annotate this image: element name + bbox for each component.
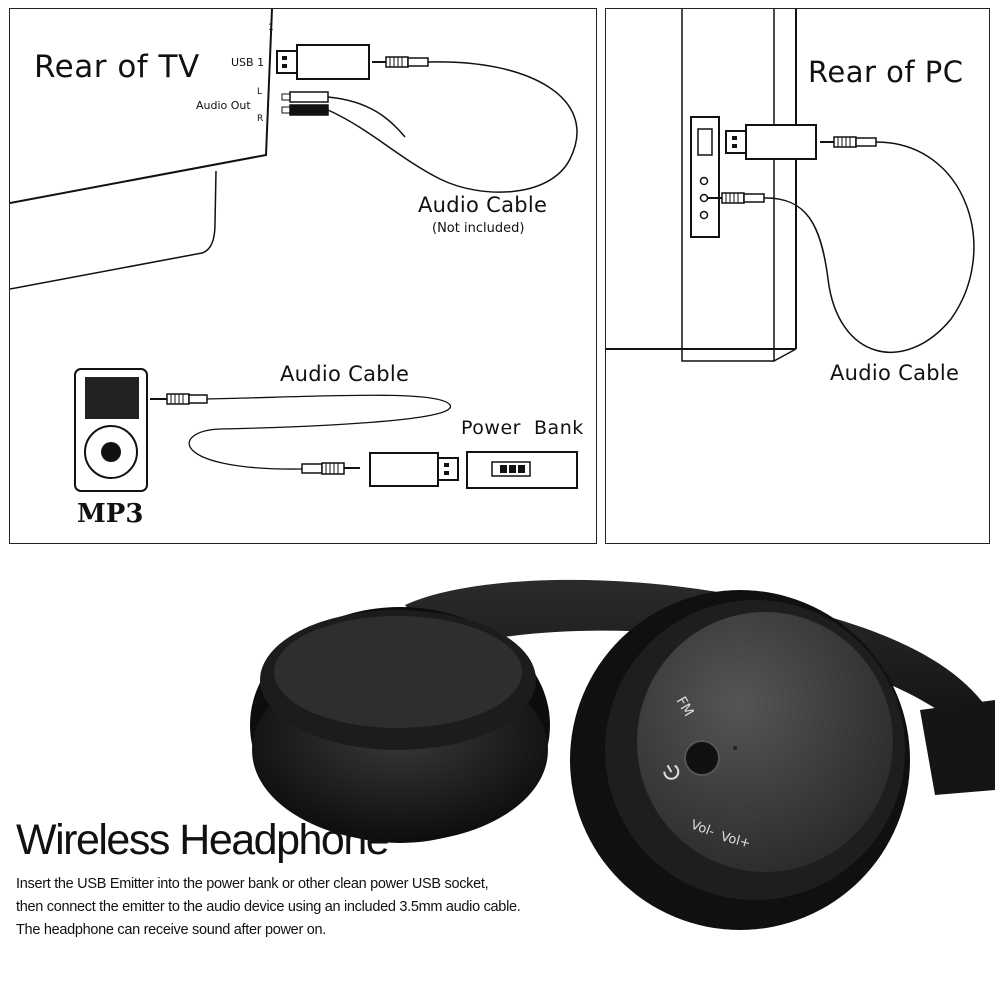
mp3-label: MP3 bbox=[77, 499, 144, 529]
audio-plug-mp3 bbox=[150, 393, 208, 405]
description-line: then connect the emitter to the audio de… bbox=[16, 899, 521, 915]
headband bbox=[405, 579, 995, 765]
port-number-label: 1 bbox=[268, 23, 274, 33]
audio-plug-pc-emitter bbox=[820, 136, 877, 148]
control-plate bbox=[637, 612, 893, 872]
tv-title: Rear of TV bbox=[34, 49, 200, 85]
mp3-audio-cable-label: Audio Cable bbox=[280, 362, 410, 386]
power-button[interactable] bbox=[684, 740, 720, 776]
pc-io-plate bbox=[690, 116, 720, 238]
tv-audio-cable-branch bbox=[327, 96, 406, 138]
power-bank-label: Power Bank bbox=[461, 417, 584, 439]
pc-audio-cable bbox=[763, 141, 975, 354]
left-channel-label: L bbox=[257, 87, 263, 97]
tv-panel-drawing bbox=[10, 9, 578, 492]
headline: Wireless Headphone bbox=[16, 816, 390, 864]
audio-out-label: Audio Out bbox=[196, 99, 251, 112]
pc-title: Rear of PC bbox=[808, 55, 964, 89]
rca-plugs bbox=[281, 91, 329, 116]
usb-port-label: USB 1 bbox=[231, 56, 265, 69]
power-icon bbox=[663, 764, 680, 780]
tv-audio-cable-label: Audio Cable bbox=[418, 193, 548, 217]
audio-plug-powerbank-emitter bbox=[301, 462, 360, 475]
headband-slider bbox=[920, 700, 995, 795]
usb-emitter-tv bbox=[276, 44, 370, 80]
pc-audio-cable-label: Audio Cable bbox=[830, 361, 960, 385]
usb-emitter-pc bbox=[725, 124, 817, 160]
power-bank bbox=[466, 451, 578, 489]
rear-of-tv-panel: Rear of TV 1 USB 1 Audio Out L R Audio C… bbox=[9, 8, 597, 544]
audio-plug-tv-emitter bbox=[372, 56, 429, 68]
pc-case-inner bbox=[681, 9, 775, 362]
tv-stand-outline bbox=[10, 170, 217, 290]
usb-emitter-powerbank bbox=[369, 452, 459, 487]
left-ear-cup bbox=[250, 607, 550, 843]
audio-plug-pc-jack bbox=[708, 192, 765, 204]
rear-of-pc-panel: Rear of PC Audio Cable bbox=[605, 8, 990, 544]
not-included-note: (Not included) bbox=[432, 221, 525, 236]
mp3-audio-cable bbox=[188, 394, 451, 470]
right-ear-cup: FM Vol- Vol+ bbox=[570, 590, 910, 930]
description-line: The headphone can receive sound after po… bbox=[16, 922, 326, 938]
mp3-player bbox=[74, 368, 148, 492]
description-line: Insert the USB Emitter into the power ba… bbox=[16, 876, 489, 892]
description: Insert the USB Emitter into the power ba… bbox=[16, 873, 616, 942]
tv-body-outline bbox=[10, 9, 273, 204]
tv-audio-cable bbox=[327, 61, 578, 193]
right-channel-label: R bbox=[257, 114, 264, 124]
pc-panel-drawing bbox=[606, 9, 975, 362]
headphone-illustration: FM Vol- Vol+ bbox=[250, 579, 995, 930]
